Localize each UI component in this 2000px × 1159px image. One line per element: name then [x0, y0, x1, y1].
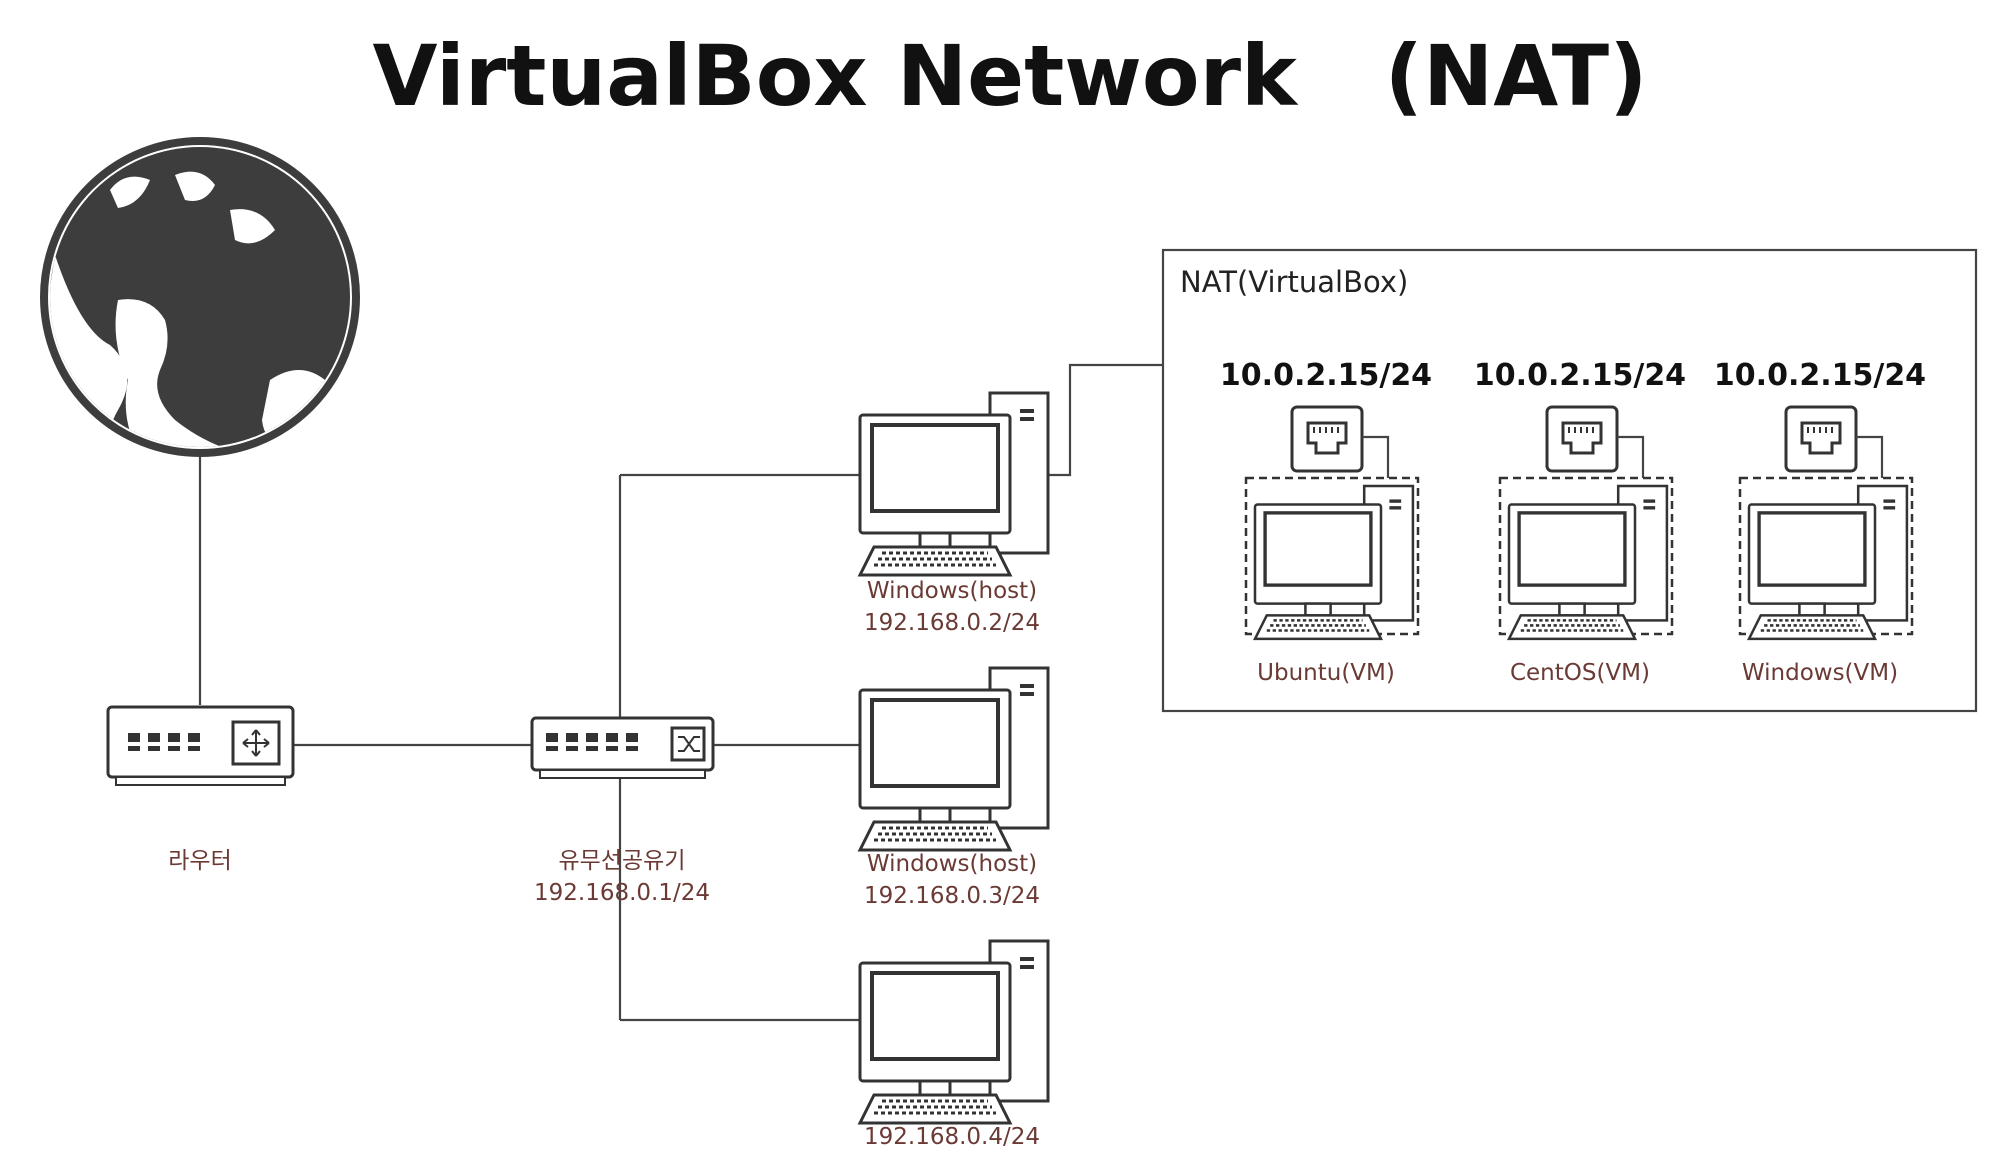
virtual-machine-icon — [1498, 476, 1674, 636]
ethernet-port-icon — [1784, 405, 1858, 473]
vm-ip: 10.0.2.15/24 — [1220, 358, 1432, 393]
ethernet-port-icon — [1545, 405, 1619, 473]
host1-ip: 192.168.0.2/24 — [864, 610, 1040, 636]
host-pc-2-icon — [858, 666, 1050, 852]
host3-ip: 192.168.0.4/24 — [864, 1124, 1040, 1150]
host-pc-1-icon — [858, 391, 1050, 577]
host-pc-3-icon — [858, 939, 1050, 1125]
internet-globe-icon — [40, 137, 360, 457]
switch-label: 유무선공유기 — [559, 848, 686, 874]
virtual-machine-icon — [1244, 476, 1420, 636]
vm-label: CentOS(VM) — [1510, 660, 1650, 686]
nat-virtualbox-box: NAT(VirtualBox) 10.0.2.15/24 Ubuntu(VM) … — [1161, 248, 1978, 713]
virtual-machine-icon — [1738, 476, 1914, 636]
network-wires — [198, 363, 1163, 1022]
router-label: 라우터 — [168, 848, 231, 874]
switch-icon — [530, 716, 715, 779]
diagram-title: VirtualBox Network (NAT) — [373, 27, 1648, 125]
ethernet-port-icon — [1290, 405, 1364, 473]
nat-box-title: NAT(VirtualBox) — [1180, 265, 1408, 299]
vm-windows: 10.0.2.15/24 Windows(VM) — [1714, 358, 1926, 686]
switch-ip: 192.168.0.1/24 — [534, 880, 710, 906]
vm-label: Ubuntu(VM) — [1257, 660, 1395, 686]
vm-label: Windows(VM) — [1742, 660, 1898, 686]
host2-ip: 192.168.0.3/24 — [864, 883, 1040, 909]
vm-centos: 10.0.2.15/24 CentOS(VM) — [1474, 358, 1686, 686]
vm-ip: 10.0.2.15/24 — [1474, 358, 1686, 393]
host2-label: Windows(host) — [867, 851, 1037, 877]
router-icon — [106, 705, 295, 786]
host1-label: Windows(host) — [867, 578, 1037, 604]
vm-ubuntu: 10.0.2.15/24 Ubuntu(VM) — [1220, 358, 1432, 686]
vm-ip: 10.0.2.15/24 — [1714, 358, 1926, 393]
